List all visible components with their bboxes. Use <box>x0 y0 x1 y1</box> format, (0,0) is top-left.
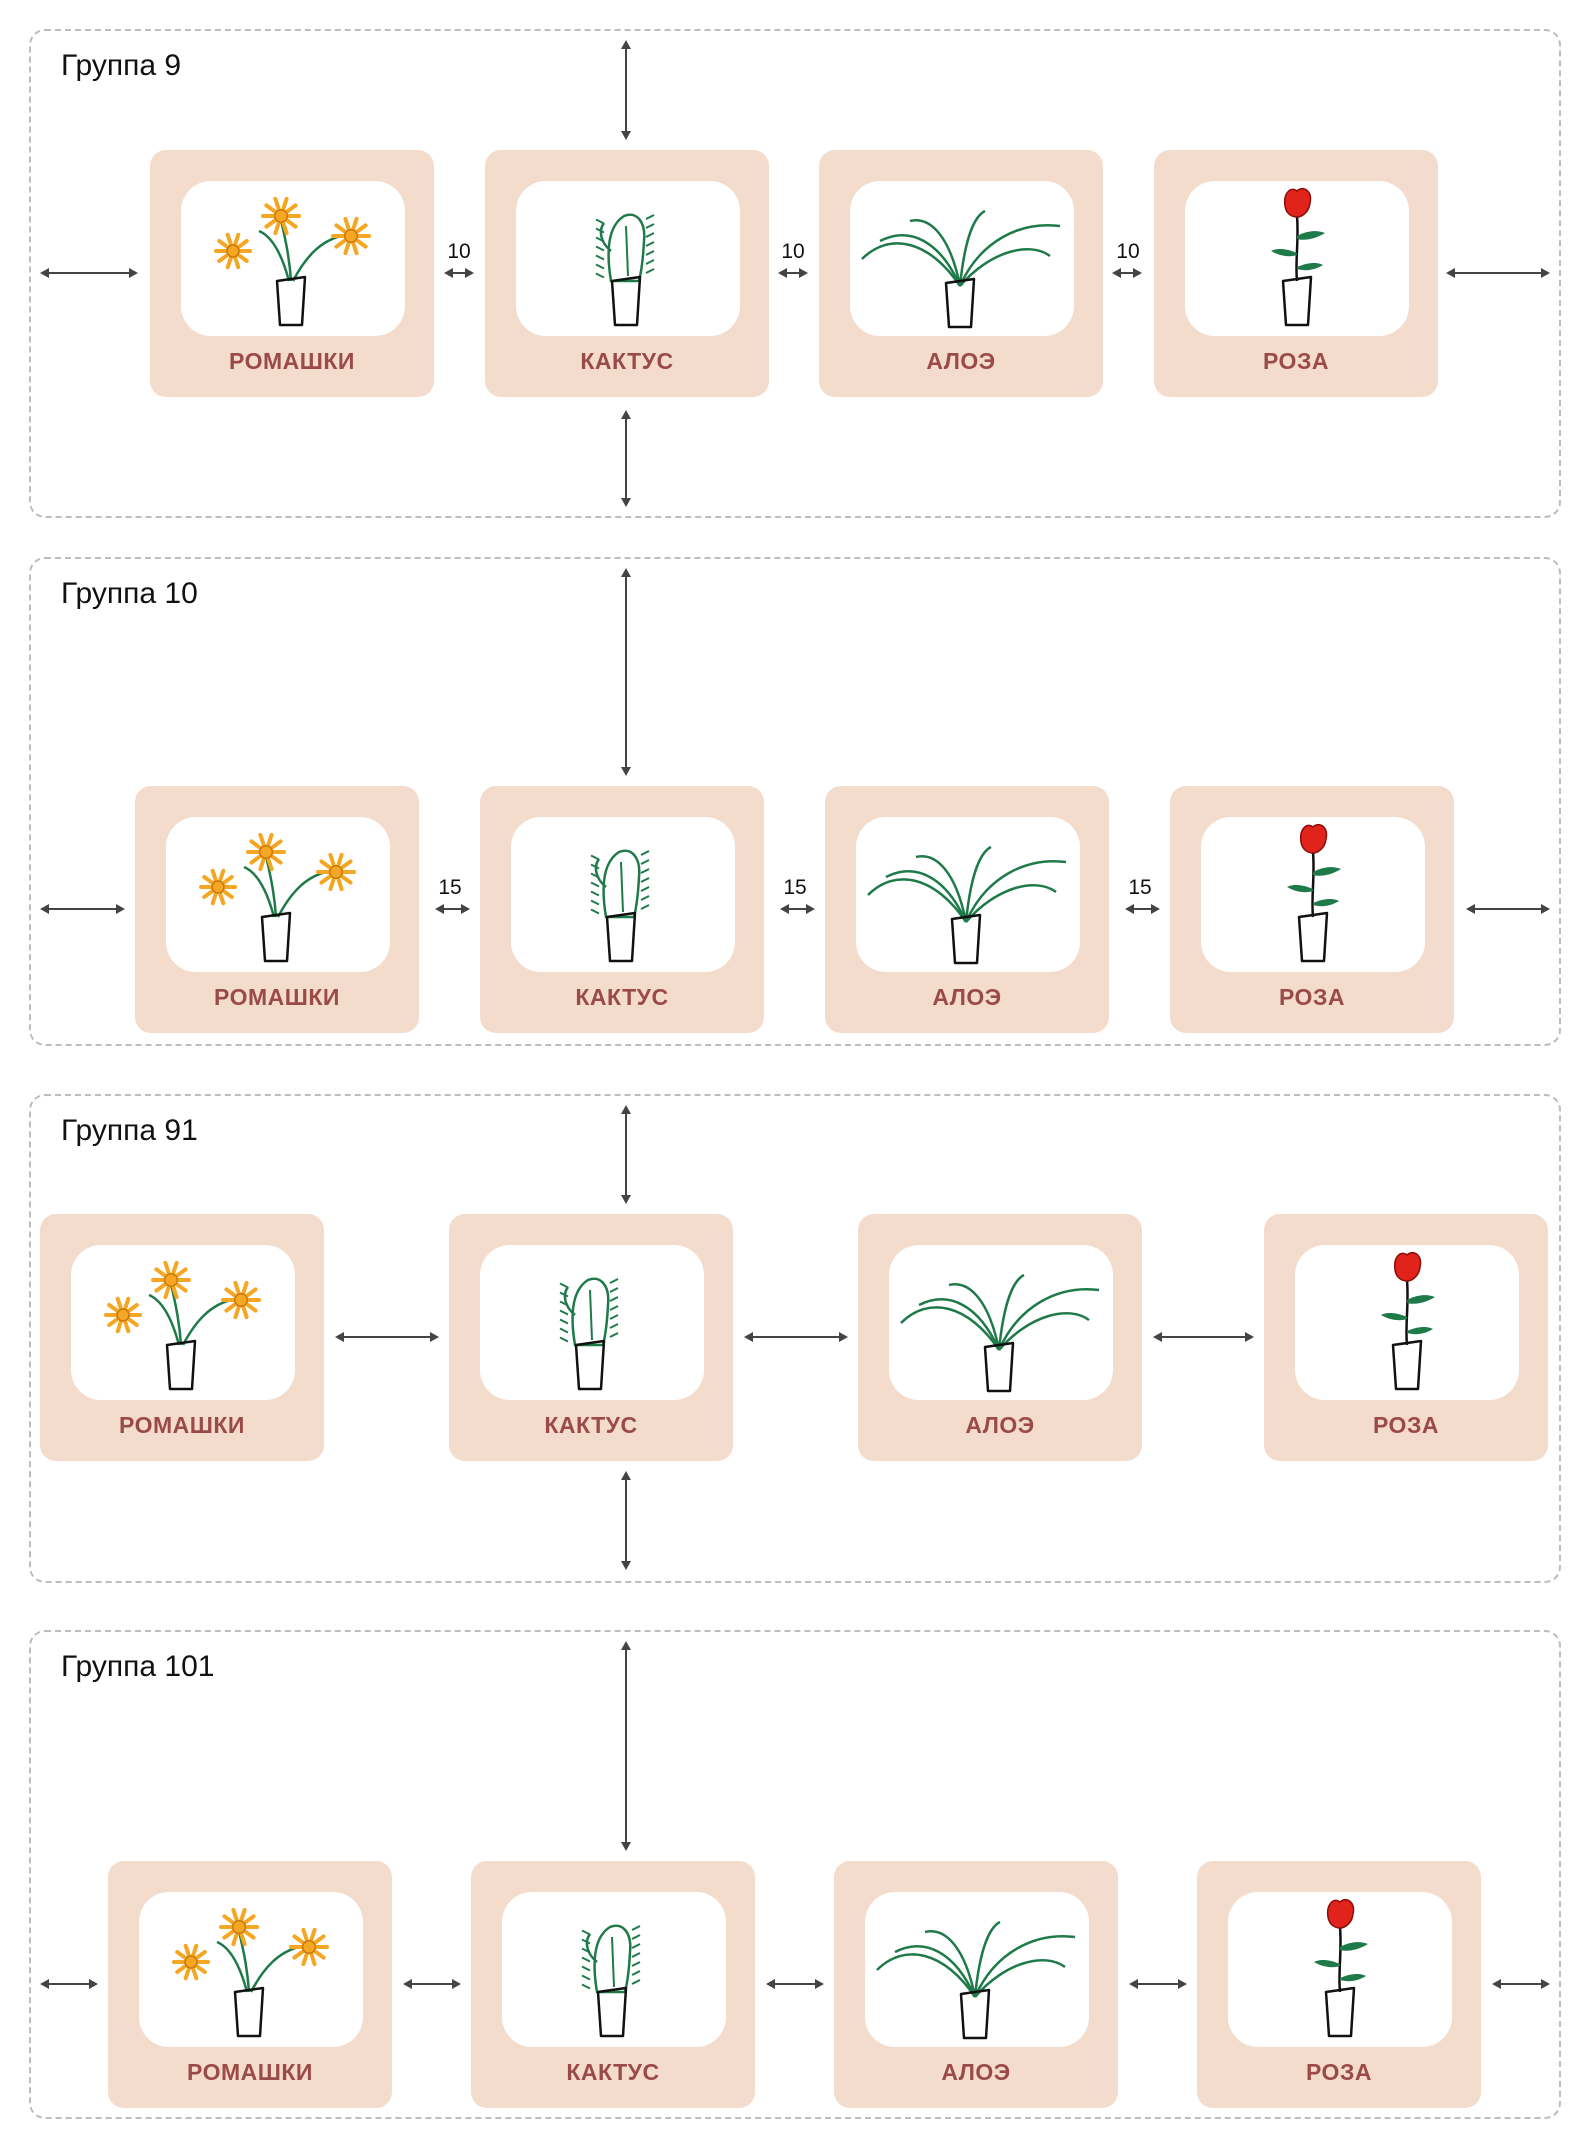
spacing-arrow <box>403 1978 461 1990</box>
spacing-arrow <box>1492 1978 1550 1990</box>
card-label: РОЗА <box>1263 348 1329 374</box>
group-container: Группа 101 <box>29 1630 1561 2119</box>
card-cactus: КАКТУС <box>485 150 769 397</box>
card-cactus: КАКТУС <box>471 1861 755 2108</box>
cactus-icon <box>516 181 740 336</box>
daisies-icon <box>166 817 390 972</box>
gap-label: 15 <box>1128 876 1152 899</box>
gap-label: 10 <box>1116 240 1140 263</box>
gap-label: 10 <box>781 240 805 263</box>
spacing-arrow <box>40 1978 98 1990</box>
daisies-icon <box>139 1892 363 2047</box>
card-label: РОМАШКИ <box>187 2059 313 2085</box>
card-label: КАКТУС <box>566 2059 660 2085</box>
card-daisies: РОМАШКИ <box>150 150 434 397</box>
card-label: АЛОЭ <box>941 2059 1011 2085</box>
card-label: РОЗА <box>1373 1412 1439 1438</box>
card-rose: РОЗА <box>1170 786 1454 1033</box>
card-aloe: АЛОЭ <box>834 1861 1118 2108</box>
card-daisies: РОМАШКИ <box>135 786 419 1033</box>
cactus-icon <box>480 1245 704 1400</box>
spacing-arrow <box>40 267 138 279</box>
rose-icon <box>1201 817 1425 972</box>
gap-label: 15 <box>783 876 807 899</box>
card-label: АЛОЭ <box>926 348 996 374</box>
spacing-arrow <box>620 1641 632 1851</box>
card-label: РОЗА <box>1306 2059 1372 2085</box>
group-container: Группа 91 <box>29 1094 1561 1583</box>
spacing-arrow <box>778 267 808 279</box>
group-title: Группа 10 <box>61 577 198 610</box>
spacing-arrow <box>444 267 474 279</box>
aloe-icon <box>865 1892 1089 2047</box>
card-label: АЛОЭ <box>965 1412 1035 1438</box>
card-rose: РОЗА <box>1264 1214 1548 1461</box>
card-aloe: АЛОЭ <box>819 150 1103 397</box>
spacing-arrow <box>780 903 815 915</box>
rose-icon <box>1185 181 1409 336</box>
spacing-arrow <box>335 1331 439 1343</box>
spacing-arrow <box>744 1331 848 1343</box>
spacing-arrow <box>1153 1331 1254 1343</box>
spacing-arrow <box>1466 903 1550 915</box>
spacing-arrow <box>1112 267 1142 279</box>
card-label: КАКТУС <box>544 1412 638 1438</box>
card-label: КАКТУС <box>580 348 674 374</box>
spacing-arrow <box>620 568 632 776</box>
card-aloe: АЛОЭ <box>858 1214 1142 1461</box>
group-container: Группа 10 <box>29 557 1561 1046</box>
spacing-arrow <box>1129 1978 1187 1990</box>
card-label: РОМАШКИ <box>229 348 355 374</box>
spacing-arrow <box>766 1978 824 1990</box>
aloe-icon <box>856 817 1080 972</box>
rose-icon <box>1295 1245 1519 1400</box>
group-title: Группа 101 <box>61 1650 215 1683</box>
card-label: АЛОЭ <box>932 984 1002 1010</box>
aloe-icon <box>850 181 1074 336</box>
card-rose: РОЗА <box>1197 1861 1481 2108</box>
card-label: КАКТУС <box>575 984 669 1010</box>
gap-label: 15 <box>438 876 462 899</box>
card-rose: РОЗА <box>1154 150 1438 397</box>
spacing-arrow <box>620 1471 632 1570</box>
daisies-icon <box>71 1245 295 1400</box>
spacing-arrow <box>1125 903 1160 915</box>
group-title: Группа 91 <box>61 1114 198 1147</box>
cactus-icon <box>502 1892 726 2047</box>
aloe-icon <box>889 1245 1113 1400</box>
card-cactus: КАКТУС <box>480 786 764 1033</box>
rose-icon <box>1228 1892 1452 2047</box>
spacing-arrow <box>435 903 470 915</box>
group-title: Группа 9 <box>61 49 182 82</box>
spacing-arrow <box>40 903 125 915</box>
card-label: РОМАШКИ <box>119 1412 245 1438</box>
cactus-icon <box>511 817 735 972</box>
spacing-arrow <box>620 410 632 507</box>
card-label: РОЗА <box>1279 984 1345 1010</box>
card-label: РОМАШКИ <box>214 984 340 1010</box>
spacing-arrow <box>1446 267 1550 279</box>
card-daisies: РОМАШКИ <box>108 1861 392 2108</box>
spacing-arrow <box>620 1105 632 1204</box>
gap-label: 10 <box>447 240 471 263</box>
group-container: Группа 9 <box>29 29 1561 518</box>
card-cactus: КАКТУС <box>449 1214 733 1461</box>
card-daisies: РОМАШКИ <box>40 1214 324 1461</box>
daisies-icon <box>181 181 405 336</box>
spacing-arrow <box>620 40 632 140</box>
card-aloe: АЛОЭ <box>825 786 1109 1033</box>
